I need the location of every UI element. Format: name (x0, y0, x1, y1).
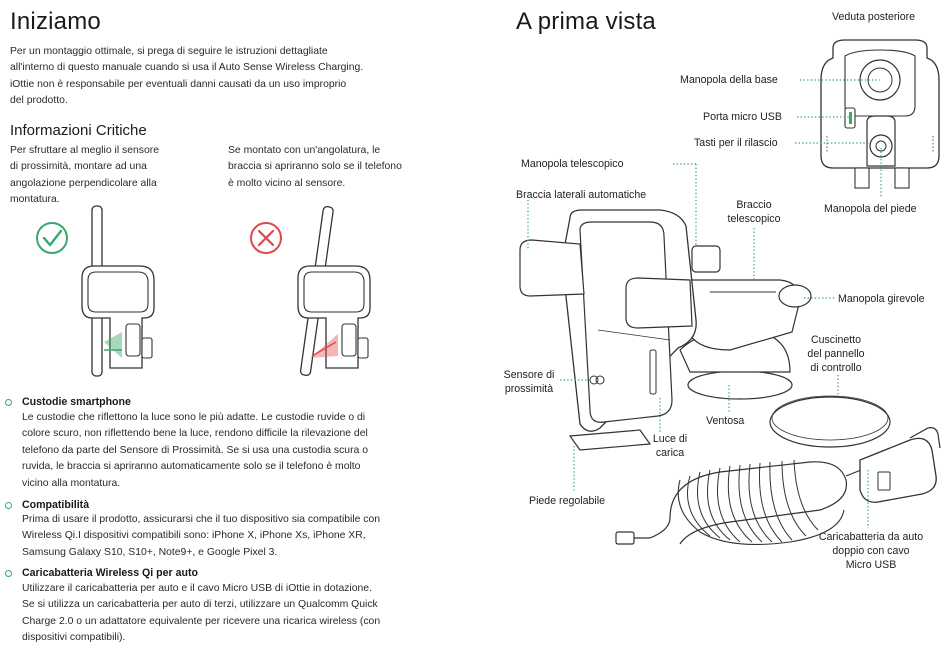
main-device-illustration (519, 209, 812, 451)
bullet-marker (5, 502, 12, 509)
label-base-knob: Manopola della base (680, 74, 778, 86)
page-title-right: A prima vista (516, 8, 656, 35)
rear-view-illustration (820, 39, 940, 189)
check-icon (36, 222, 68, 254)
bullet-title-cases: Custodie smartphone (22, 396, 131, 408)
label-telescopic-knob: Manopola telescopico (521, 158, 624, 170)
critical-col-1: Per sfruttare al meglio il sensore di pr… (10, 145, 159, 206)
label-foot-knob: Manopola del piede (824, 203, 917, 215)
bullet-title-compat: Compatibilità (22, 499, 90, 511)
cross-icon (250, 222, 282, 254)
label-car-charger: Caricabatteria da auto doppio con cavo M… (818, 531, 924, 571)
label-charge-light: Luce di carica (652, 433, 688, 459)
car-charger-illustration (615, 427, 941, 546)
correct-mount-illustration (36, 205, 155, 377)
bullet-text-charger: Utilizzare il caricabatteria per auto e … (22, 583, 381, 644)
label-adjustable-foot: Piede regolabile (529, 495, 605, 507)
bullet-title-charger: Caricabatteria Wireless Qi per auto (22, 567, 198, 579)
bullet-text-compat: Prima di usare il prodotto, assicurarsi … (22, 514, 381, 558)
critical-info-heading: Informazioni Critiche (10, 122, 147, 139)
label-proximity-sensor: Sensore di prossimità (503, 369, 555, 395)
page-title-left: Iniziamo (10, 8, 101, 35)
label-control-pad: Cuscinetto del pannello di controllo (807, 334, 865, 374)
label-micro-usb: Porta micro USB (703, 111, 782, 123)
label-auto-arms: Braccia laterali automatiche (516, 189, 647, 201)
control-pad-illustration (769, 395, 891, 448)
rear-view-label: Veduta posteriore (832, 11, 916, 23)
critical-col-2: Se montato con un'angolatura, le braccia… (228, 145, 402, 189)
intro-text: Per un montaggio ottimale, si prega di s… (10, 46, 364, 107)
bullet-marker (5, 570, 12, 577)
wrong-mount-illustration (250, 205, 371, 376)
bullet-text-cases: Le custodie che riflettono la luce sono … (22, 412, 368, 489)
label-pivot-knob: Manopola girevole (838, 293, 925, 305)
label-release-buttons: Tasti per il rilascio (694, 137, 778, 149)
label-telescopic-arm: Braccio telescopico (727, 199, 781, 225)
bullet-marker (5, 399, 12, 406)
label-suction-cup: Ventosa (706, 415, 745, 427)
